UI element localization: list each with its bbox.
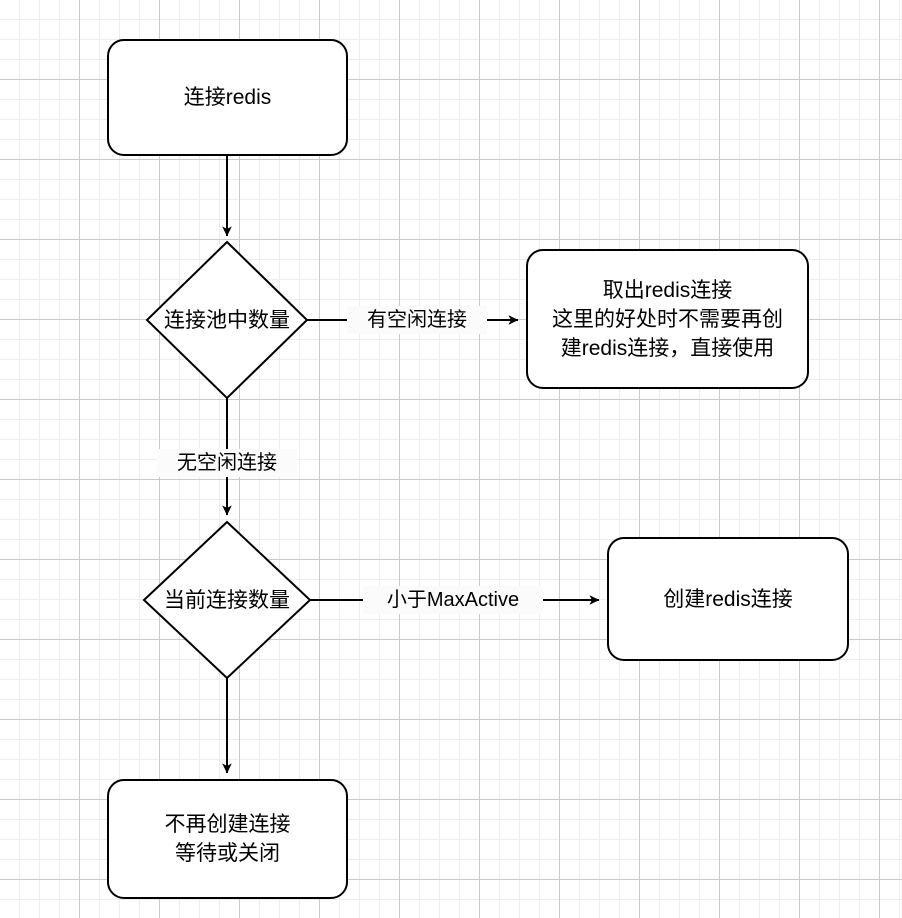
node-take-redis-connection-shape[interactable]	[526, 249, 809, 389]
nodes-group	[107, 39, 849, 899]
node-no-more-connection-wait-or-close-shape[interactable]	[107, 779, 348, 899]
node-create-redis-connection-shape[interactable]	[607, 537, 849, 661]
edges-group	[222, 155, 600, 774]
node-connect-redis-shape[interactable]	[107, 39, 348, 156]
decision-current-connection-count-shape[interactable]	[142, 520, 312, 680]
decision-pool-count-shape[interactable]	[145, 240, 309, 400]
